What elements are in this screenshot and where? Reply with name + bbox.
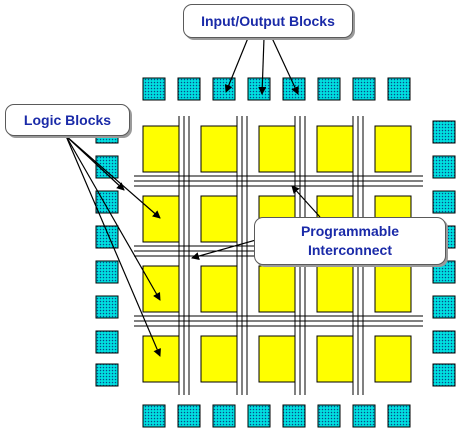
logic-block-r3-c5	[374, 265, 412, 313]
logic-arrow-3	[65, 135, 161, 357]
io-block-top-4	[247, 77, 271, 101]
io-block-bottom-1	[142, 404, 166, 428]
logic-block-r3-c3	[258, 265, 296, 313]
logic-block-r2-c2	[200, 195, 238, 243]
logic-block-r3-c4	[316, 265, 354, 313]
io-block-top-3	[212, 77, 236, 101]
io-block-right-3	[432, 190, 456, 214]
logic-block-r4-c3	[258, 335, 296, 383]
interconnect-callout: Programmable Interconnect	[254, 217, 446, 265]
logic-arrow-1	[65, 135, 161, 219]
logic-block-r4-c1	[142, 335, 180, 383]
io-block-top-2	[177, 77, 201, 101]
logic-arrow-4	[65, 135, 125, 191]
logic-block-r4-c2	[200, 335, 238, 383]
io-block-left-7	[95, 330, 119, 354]
interconnect-label-line2: Interconnect	[307, 242, 392, 258]
io-block-top-8	[387, 77, 411, 101]
io-blocks-callout: Input/Output Blocks	[183, 4, 353, 38]
logic-block-r3-c1	[142, 265, 180, 313]
io-block-bottom-4	[247, 404, 271, 428]
io-block-bottom-6	[317, 404, 341, 428]
io-block-left-6	[95, 295, 119, 319]
io-block-bottom-5	[282, 404, 306, 428]
io-block-top-5	[282, 77, 306, 101]
logic-blocks-group	[142, 125, 412, 383]
io-block-bottom-8	[387, 404, 411, 428]
logic-block-r1-c3	[258, 125, 296, 173]
io-block-left-8	[95, 363, 119, 387]
logic-block-r4-c5	[374, 335, 412, 383]
logic-arrow-2	[65, 135, 161, 301]
io-arrow-2	[258, 37, 267, 95]
interconnect-label-line1: Programmable	[300, 223, 400, 239]
logic-block-r1-c2	[200, 125, 238, 173]
logic-block-r1-c1	[142, 125, 180, 173]
io-block-right-6	[432, 295, 456, 319]
interconnect-arrow-2	[191, 239, 257, 260]
io-block-right-2	[432, 155, 456, 179]
io-block-top-1	[142, 77, 166, 101]
io-block-top-6	[317, 77, 341, 101]
logic-block-r3-c2	[200, 265, 238, 313]
io-block-top-7	[352, 77, 376, 101]
logic-block-r1-c5	[374, 125, 412, 173]
io-block-left-4	[95, 225, 119, 249]
io-arrow-1	[224, 37, 249, 93]
logic-block-r4-c4	[316, 335, 354, 383]
io-block-right-8	[432, 363, 456, 387]
io-block-right-1	[432, 120, 456, 144]
io-blocks-label: Input/Output Blocks	[201, 13, 335, 29]
io-blocks-group	[95, 77, 456, 428]
callout-arrows	[65, 37, 321, 357]
io-block-bottom-7	[352, 404, 376, 428]
io-arrow-3	[271, 37, 299, 95]
io-block-left-5	[95, 260, 119, 284]
io-block-left-3	[95, 190, 119, 214]
logic-block-r2-c1	[142, 195, 180, 243]
io-block-bottom-2	[177, 404, 201, 428]
io-block-left-2	[95, 155, 119, 179]
io-block-right-7	[432, 330, 456, 354]
logic-block-r1-c4	[316, 125, 354, 173]
interconnect-arrow-1	[291, 185, 321, 218]
logic-blocks-callout: Logic Blocks	[5, 104, 130, 136]
logic-blocks-label: Logic Blocks	[23, 112, 112, 128]
io-block-bottom-3	[212, 404, 236, 428]
